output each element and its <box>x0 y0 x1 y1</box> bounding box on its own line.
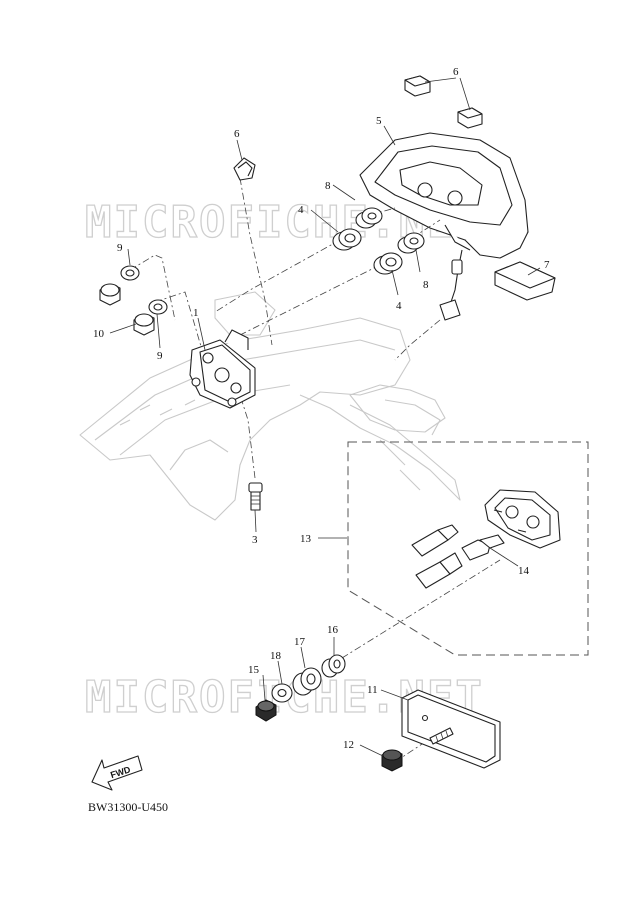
rear-fender-ghost <box>79 291 461 521</box>
callout-13: 13 <box>300 533 312 545</box>
bracket-plate <box>189 329 256 409</box>
callout-10: 10 <box>93 328 105 340</box>
washer-9-lower <box>148 299 168 315</box>
callout-9-upper: 9 <box>117 242 123 254</box>
callout-8-lower: 8 <box>423 279 429 291</box>
nut-15 <box>255 699 277 722</box>
clip-part <box>233 157 256 181</box>
reflector <box>401 689 501 769</box>
callout-2: 6 <box>234 128 240 140</box>
bulb-socket <box>411 524 505 589</box>
fwd-arrow-icon: FWD <box>91 755 143 791</box>
collar-8-lower <box>397 232 425 254</box>
callout-3: 3 <box>252 534 258 546</box>
callout-6: 6 <box>453 66 459 78</box>
license-lamp-housing <box>484 489 561 549</box>
grommet-4-upper <box>332 228 362 251</box>
washer-9-upper <box>120 265 140 281</box>
collar-8-upper <box>355 207 383 229</box>
washer-18 <box>271 683 293 703</box>
grommet-4-lower <box>373 252 403 275</box>
diagram-code: BW31300-U450 <box>88 800 168 814</box>
callout-18: 18 <box>270 650 282 662</box>
tail-lamp-housing <box>359 132 529 259</box>
collar-16 <box>321 654 346 678</box>
grommet-17 <box>292 667 322 696</box>
nut-12 <box>381 749 403 772</box>
pad-6-left <box>404 75 431 97</box>
callout-labels: 6 5 6 8 4 7 8 4 9 9 10 1 3 13 14 15 16 1… <box>93 66 550 751</box>
bulb-assembly-box <box>347 441 589 656</box>
nut-10-lower <box>133 313 155 336</box>
pad-7 <box>494 261 556 301</box>
callout-4-upper: 4 <box>298 204 304 216</box>
callout-11: 11 <box>367 684 378 696</box>
pad-6-right <box>457 107 483 129</box>
assembly-guide-lines <box>129 177 501 763</box>
leader-lines <box>109 77 541 757</box>
callout-15: 15 <box>248 664 260 676</box>
callout-5: 5 <box>376 115 382 127</box>
callout-1: 1 <box>193 307 199 319</box>
callout-12: 12 <box>343 739 354 751</box>
wire-harness <box>439 249 463 321</box>
callout-16: 16 <box>327 624 339 636</box>
callout-17: 17 <box>294 636 306 648</box>
callout-8-upper: 8 <box>325 180 331 192</box>
callout-7: 7 <box>544 259 550 271</box>
nut-10-upper <box>99 283 121 306</box>
callout-14: 14 <box>518 565 530 577</box>
bolt-part <box>248 482 263 511</box>
callout-9-lower: 9 <box>157 350 163 362</box>
callout-4-lower: 4 <box>396 300 402 312</box>
